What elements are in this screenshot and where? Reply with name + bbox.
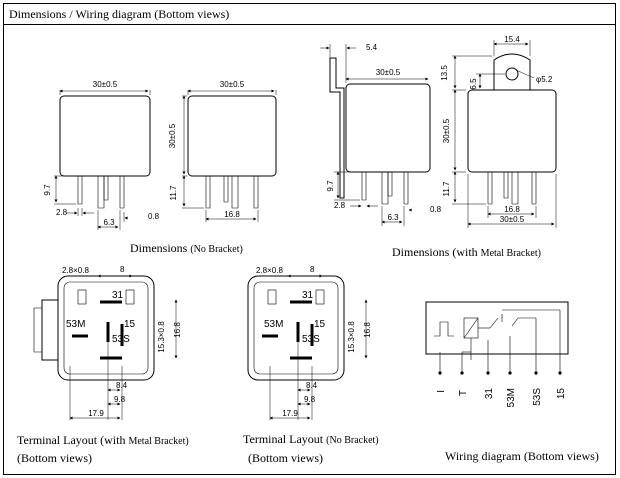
label-53s: 53S: [302, 334, 320, 345]
caption-terminal-bracket-sub: (Bottom views): [17, 451, 92, 465]
caption-wiring-diagram: Wiring diagram (Bottom views): [445, 449, 599, 463]
timer-pulse-symbol: [434, 321, 454, 337]
caption-dimensions-no-bracket: Dimensions (No Bracket): [130, 241, 243, 255]
pin: [97, 176, 105, 209]
dim-height: 30±0.5: [168, 123, 177, 148]
dim-pin-length: 11.7: [169, 185, 178, 201]
wiring-box: [425, 301, 569, 355]
diagram-frame: Dimensions / Wiring diagram (Bottom view…: [3, 3, 616, 475]
label-53m: 53M: [66, 319, 85, 330]
label-53s: 53S: [112, 334, 130, 345]
dim-terminal-15-3: 15.3×0.8: [347, 321, 356, 353]
caption-terminal-bracket: Terminal Layout (with Metal Bracket): [17, 433, 189, 447]
dim-bracket-width: 15.4: [504, 35, 520, 44]
wiring-pin-31: 31: [484, 388, 495, 400]
terminal-layout-bracket: 31 53M 15 53S 2.8×0.8 8 15.3×0.8 16.8 8.…: [33, 265, 182, 420]
wiring-pin-15: 15: [556, 388, 567, 400]
dim-width: 30±0.5: [376, 68, 401, 77]
dim-bracket-height: 13.5: [440, 65, 449, 81]
metal-bracket: [329, 57, 345, 199]
pin: [77, 176, 83, 205]
mounting-hole: [505, 67, 519, 81]
dim-width: 30±0.5: [220, 80, 245, 89]
dim-9-8: 9.8: [304, 395, 316, 404]
dim-pin-length: 11.7: [442, 181, 451, 197]
wiring-pin-t: T: [458, 390, 469, 396]
dim-bracket-offset: 5.4: [366, 43, 378, 52]
dim-8-4: 8.4: [116, 381, 128, 390]
relay-body-front: [187, 95, 277, 177]
dim-width: 30±0.5: [500, 215, 525, 224]
label-53m: 53M: [264, 319, 283, 330]
header-bar: Dimensions / Wiring diagram (Bottom view…: [4, 4, 615, 25]
caption-terminal-no-bracket-sub: (Bottom views): [248, 451, 323, 465]
relay-outline-bottom: [247, 275, 345, 381]
dim-17-9: 17.9: [282, 409, 298, 418]
relay-body-side: [59, 95, 151, 177]
dim-pin-thickness: 0.8: [148, 212, 160, 221]
page-title: Dimensions / Wiring diagram (Bottom view…: [9, 7, 230, 21]
dim-terminal-size: 2.8×0.8: [256, 266, 283, 275]
dim-height: 30±0.5: [442, 118, 451, 143]
switch-contact: [489, 317, 499, 329]
dim-terminal-16-8: 16.8: [173, 322, 182, 338]
view-front-no-bracket: 30±0.5 30±0.5 11.7 16.8: [168, 80, 277, 222]
dim-terminal-15-3: 15.3×0.8: [157, 321, 166, 353]
dim-pin-span: 16.8: [224, 210, 240, 219]
terminal-layout-no-bracket: 31 53M 15 53S 2.8×0.8 8 15.3×0.8 16.8 8.…: [247, 265, 372, 420]
dim-pin-height: 9.7: [43, 184, 52, 196]
metal-bracket: [493, 53, 531, 90]
view-front-bracket: 15.4 13.5 6.5 φ5.2 30±0.5 11.7 16.8 30±0…: [440, 35, 557, 228]
dim-pin-spacing: 6.3: [103, 218, 115, 227]
dim-pin-width: 2.8: [56, 208, 68, 217]
relay-body-side: [345, 83, 431, 173]
dim-width: 30±0.5: [93, 80, 118, 89]
dim-17-9: 17.9: [88, 409, 104, 418]
view-side-no-bracket: 30±0.5 9.7 2.8 6.3 0.8: [43, 80, 160, 230]
dim-8-4: 8.4: [306, 381, 318, 390]
dim-9-8: 9.8: [114, 395, 126, 404]
caption-terminal-no-bracket: Terminal Layout (No Bracket): [243, 432, 379, 446]
relay-body-front: [467, 89, 557, 173]
dim-terminal-pitch: 8: [310, 265, 315, 274]
label-15: 15: [124, 319, 136, 330]
caption-dimensions-bracket: Dimensions (with Metal Bracket): [392, 245, 541, 259]
wiring-pin-i: I: [436, 390, 447, 393]
pin: [205, 176, 211, 209]
dim-pin-span: 16.8: [504, 205, 520, 214]
dim-pin-width: 2.8: [334, 201, 346, 210]
pin: [119, 176, 125, 209]
label-15: 15: [314, 319, 326, 330]
label-31: 31: [112, 290, 124, 301]
view-side-bracket: 5.4 30±0.5 9.7 2.8 6.3 0.8: [320, 43, 442, 226]
label-31: 31: [302, 290, 314, 301]
wiring-pin-53s: 53S: [532, 388, 543, 406]
dim-pin-spacing: 6.3: [387, 213, 399, 222]
wiring-pin-53m: 53M: [506, 388, 517, 407]
dim-terminal-16-8: 16.8: [363, 322, 372, 338]
dim-pin-thickness: 0.8: [430, 205, 442, 214]
dim-terminal-pitch: 8: [120, 265, 125, 274]
wiring-diagram: I T 31 53M 53S 15: [425, 301, 569, 407]
dim-hole-diameter: φ5.2: [536, 75, 553, 84]
dim-terminal-size: 2.8×0.8: [62, 266, 89, 275]
metal-bracket: [41, 299, 59, 361]
dim-pin-height: 9.7: [326, 180, 335, 192]
dim-hole-height: 6.5: [469, 78, 478, 90]
